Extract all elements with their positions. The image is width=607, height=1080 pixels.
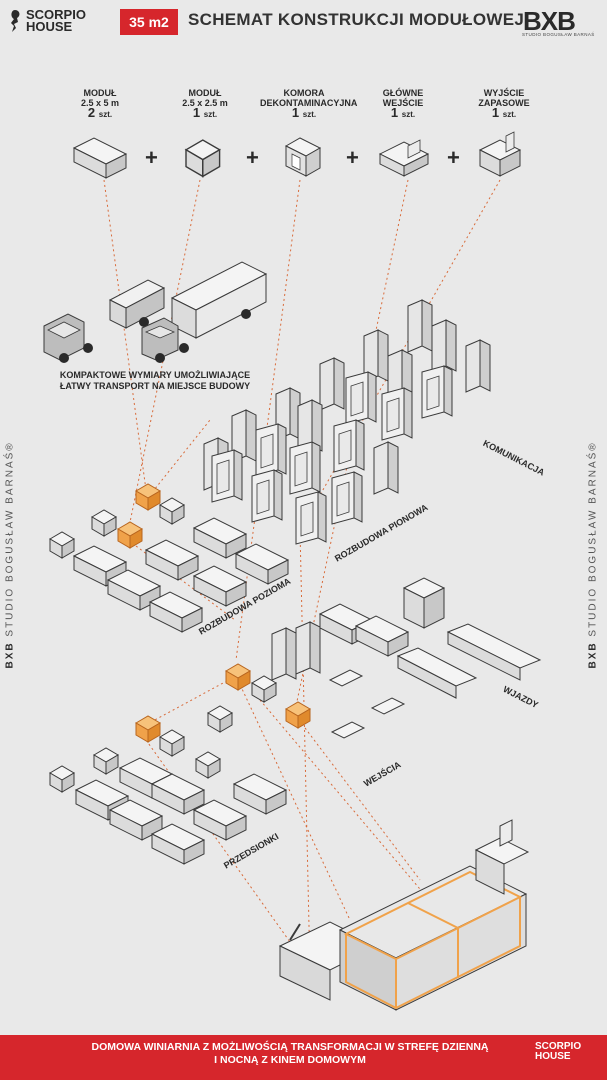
footer-line2: I NOCNĄ Z KINEM DOMOWYM xyxy=(214,1054,366,1066)
truck-right xyxy=(141,261,268,363)
module-4-line1: GŁÓWNE xyxy=(382,88,424,98)
module-2-line2: 2.5 x 2.5 m xyxy=(182,98,228,108)
brand-line1: SCORPIO xyxy=(26,7,86,22)
module-label-3: KOMORA DEKONTAMINACYJNA 1 szt. xyxy=(260,88,358,120)
footer-logo-line1: SCORPIO xyxy=(535,1041,582,1052)
module-label-5: WYJŚCIE ZAPASOWE 1 szt. xyxy=(474,88,534,120)
module-label-2: MODUŁ 2.5 x 2.5 m 1 szt. xyxy=(175,88,235,120)
side-text-right: BXB STUDIO BOGUSŁAW BARNAŚ® xyxy=(587,439,599,669)
brand-line2: HOUSE xyxy=(26,19,73,34)
side-left-text: STUDIO BOGUSŁAW BARNAŚ® xyxy=(4,441,16,637)
footer-logo: SCORPIO HOUSE xyxy=(535,1042,581,1062)
bxb-logo: BXB xyxy=(523,6,576,36)
emergency-exit-icon xyxy=(478,131,522,177)
module-1-qty: 2 szt. xyxy=(87,105,113,120)
header: SCORPIO HOUSE 35 m2 SCHEMAT KONSTRUKCJI … xyxy=(0,0,607,44)
footer-logo-line2: HOUSE xyxy=(535,1051,571,1062)
driveways-group xyxy=(396,577,542,699)
vestibules-group xyxy=(49,715,287,865)
main-entrance-icon xyxy=(378,139,430,177)
module-4-qty: 1 szt. xyxy=(390,105,416,120)
module-3-qty: 1 szt. xyxy=(291,105,317,120)
truck-left xyxy=(43,279,166,363)
plus-sign-2: + xyxy=(246,145,259,170)
module-5-line1: WYJŚCIE xyxy=(483,88,525,98)
module-icon-1 xyxy=(73,137,127,179)
brand-name: SCORPIO HOUSE xyxy=(26,7,86,34)
module-2-qty: 1 szt. xyxy=(192,105,218,120)
transport-caption: KOMPAKTOWE WYMIARY UMOŻLIWIAJĄCE ŁATWY T… xyxy=(40,370,270,392)
module-3-line1: KOMORA xyxy=(283,88,325,98)
transport-caption-line1: KOMPAKTOWE WYMIARY UMOŻLIWIAJĄCE xyxy=(59,370,251,380)
transport-caption-line2: ŁATWY TRANSPORT NA MIEJSCE BUDOWY xyxy=(59,381,251,391)
decontamination-icon xyxy=(284,137,322,177)
module-4-line2: WEJŚCIE xyxy=(382,98,424,108)
module-icon-2 xyxy=(185,139,221,178)
footer-caption: DOMOWA WINIARNIA Z MOŻLIWOŚCIĄ TRANSFORM… xyxy=(40,1041,540,1067)
scorpion-icon xyxy=(11,10,20,32)
area-badge: 35 m2 xyxy=(120,9,178,35)
module-1-line1: MODUŁ xyxy=(83,88,117,98)
module-1-line2: 2.5 x 5 m xyxy=(80,98,120,108)
scorpio-house-logo: SCORPIO HOUSE xyxy=(8,8,86,34)
module-2-line1: MODUŁ xyxy=(188,88,222,98)
assembled-house xyxy=(278,819,530,1011)
plus-sign-4: + xyxy=(447,145,460,170)
side-text-left: BXB STUDIO BOGUSŁAW BARNAŚ® xyxy=(4,439,16,669)
module-5-line2: ZAPASOWE xyxy=(478,98,530,108)
module-label-1: MODUŁ 2.5 x 5 m 2 szt. xyxy=(70,88,130,120)
plus-sign-3: + xyxy=(346,145,359,170)
side-right-brand: BXB xyxy=(587,641,599,669)
entrances-group xyxy=(207,603,409,739)
module-5-qty: 1 szt. xyxy=(491,105,517,120)
footer-line1: DOMOWA WINIARNIA Z MOŻLIWOŚCIĄ TRANSFORM… xyxy=(91,1041,489,1053)
side-left-brand: BXB xyxy=(4,641,16,669)
module-label-4: GŁÓWNE WEJŚCIE 1 szt. xyxy=(375,88,431,120)
bxb-subtitle: STUDIO BOGUSŁAW BARNAŚ xyxy=(522,32,595,37)
side-right-text: STUDIO BOGUSŁAW BARNAŚ® xyxy=(587,441,599,637)
page-title: SCHEMAT KONSTRUKCJI MODUŁOWEJ xyxy=(188,10,525,29)
plus-sign-1: + xyxy=(145,145,158,170)
module-3-line2: DEKONTAMINACYJNA xyxy=(260,98,358,108)
footer-bar xyxy=(0,1035,607,1080)
